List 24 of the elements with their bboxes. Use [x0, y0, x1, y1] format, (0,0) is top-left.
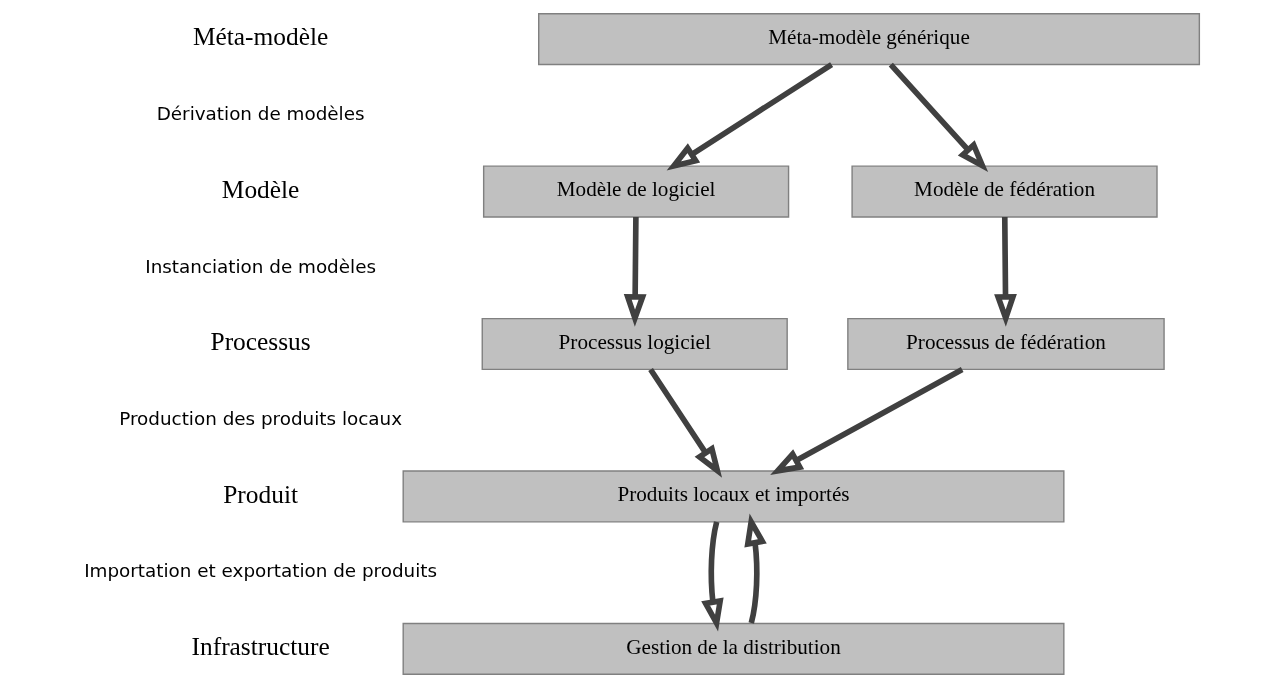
- label: Produit: [222, 479, 298, 508]
- arrow: [888, 62, 988, 172]
- node-box: Modèle de logiciel: [482, 165, 789, 218]
- arrow: [623, 216, 647, 327]
- label: Processus: [210, 327, 311, 356]
- arrow: [993, 217, 1017, 327]
- arrow: [743, 513, 767, 624]
- node-box: Méta-modèle générique: [537, 12, 1200, 66]
- label: Dérivation de modèles: [156, 103, 365, 125]
- node-box: Processus logiciel: [481, 317, 788, 371]
- arrow: [647, 367, 722, 478]
- label: Méta-modèle: [192, 22, 328, 51]
- label: Infrastructure: [191, 632, 330, 661]
- arrow: [700, 521, 724, 632]
- label: Instanciation de modèles: [144, 255, 376, 277]
- node-box: Gestion de la distribution: [402, 622, 1065, 676]
- arrow: [666, 62, 833, 171]
- node-box: Modèle de fédération: [850, 165, 1158, 218]
- label: Production des produits locaux: [118, 408, 402, 430]
- node-box: Produits locaux et importés: [402, 470, 1065, 523]
- arrow: [769, 366, 964, 475]
- node-box: Processus de fédération: [846, 317, 1165, 371]
- label: Importation et exportation de produits: [83, 560, 437, 582]
- label: Modèle: [221, 174, 299, 203]
